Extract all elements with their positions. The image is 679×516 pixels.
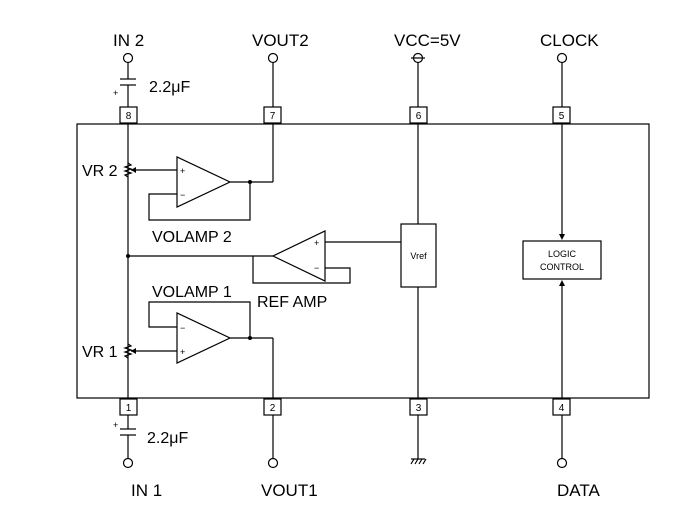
- pin-2-number: 2: [270, 403, 276, 414]
- pin-8-number: 8: [126, 111, 132, 122]
- ref-amp-minus: −: [314, 263, 319, 273]
- capacitor-bottom-value: 2.2μF: [147, 430, 188, 447]
- vr2-wiper: [123, 162, 177, 178]
- in1-terminal[interactable]: [122, 457, 134, 469]
- volamp1-minus: −: [180, 323, 185, 333]
- vout1-label: VOUT1: [261, 481, 318, 500]
- ic-body: [76, 123, 650, 399]
- vr1-label: VR 1: [82, 344, 118, 361]
- ground-icon: [410, 458, 427, 465]
- data-terminal[interactable]: [556, 457, 568, 469]
- capacitor-top-polarity: +: [113, 88, 118, 98]
- volamp2-plus: +: [180, 166, 185, 176]
- pin-6-number: 6: [416, 111, 422, 122]
- vout1-terminal[interactable]: [267, 457, 279, 469]
- clock-label: CLOCK: [540, 31, 599, 50]
- volamp1-plus: +: [180, 347, 185, 357]
- vout2-terminal[interactable]: [267, 52, 279, 64]
- logic-label-line1: LOGIC: [548, 249, 577, 259]
- vref-block: [400, 223, 437, 288]
- volamp2-label: VOLAMP 2: [152, 229, 232, 246]
- capacitor-top-value: 2.2μF: [149, 79, 190, 96]
- volamp2-minus: −: [180, 190, 185, 200]
- pin-7-number: 7: [270, 111, 276, 122]
- clock-arrow-icon: [559, 234, 565, 240]
- ref-amp-opamp: [271, 230, 326, 282]
- pin-4-number: 4: [559, 403, 565, 414]
- volamp2-feedback: [148, 182, 251, 221]
- logic-control-block: [522, 240, 602, 280]
- vr2-label: VR 2: [82, 163, 118, 180]
- data-label: DATA: [557, 481, 600, 500]
- pin-3-number: 3: [416, 403, 422, 414]
- ref-amp-plus: +: [314, 238, 319, 248]
- in2-terminal[interactable]: [122, 52, 134, 64]
- data-arrow-icon: [559, 280, 565, 286]
- pin-5-number: 5: [559, 111, 565, 122]
- volamp1-feedback: [148, 301, 251, 338]
- in1-label: IN 1: [131, 481, 162, 500]
- logic-label-line2: CONTROL: [540, 262, 584, 272]
- clock-terminal[interactable]: [556, 52, 568, 64]
- pin-1-number: 1: [126, 403, 132, 414]
- vref-label: Vref: [410, 251, 427, 261]
- volamp1-opamp: [176, 312, 232, 364]
- volamp2-opamp: [176, 156, 232, 208]
- vout2-label: VOUT2: [252, 31, 309, 50]
- volamp1-label: VOLAMP 1: [152, 284, 232, 301]
- capacitor-bottom-polarity: +: [113, 420, 118, 430]
- in2-label: IN 2: [113, 31, 144, 50]
- vr1-wiper: [123, 343, 177, 359]
- ref-amp-feedback: [252, 256, 351, 284]
- vcc-label: VCC=5V: [394, 31, 461, 50]
- ref-amp-label: REF AMP: [257, 294, 327, 311]
